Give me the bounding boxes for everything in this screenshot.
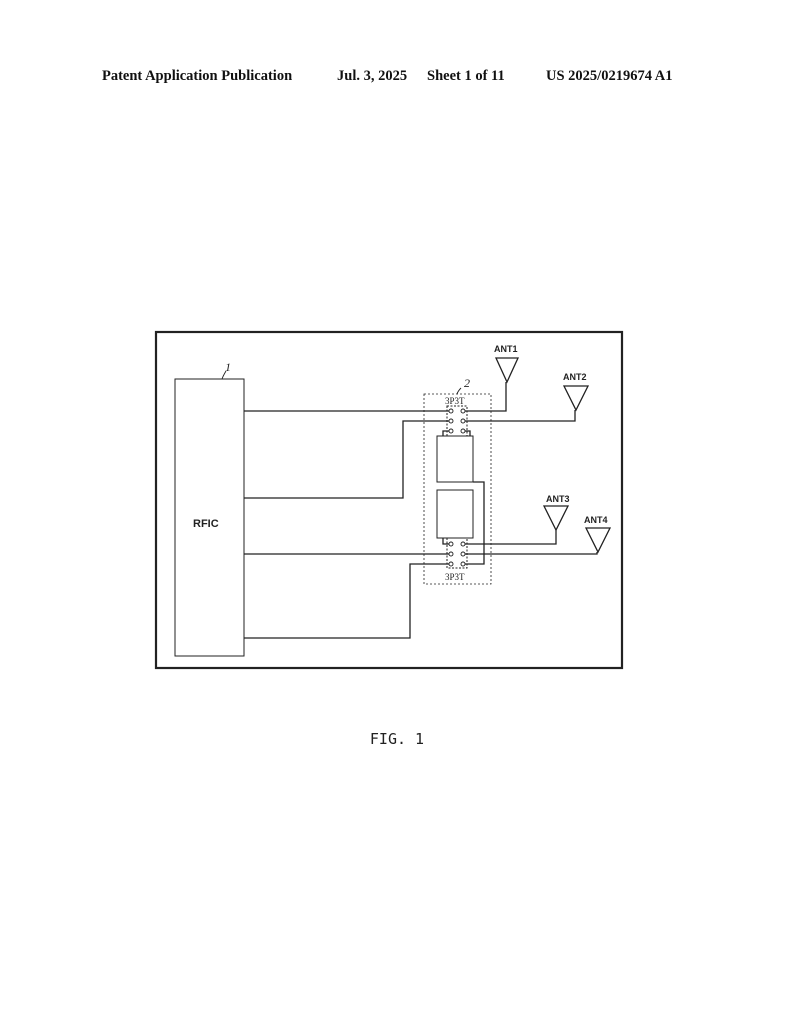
antenna-2-label: ANT2 (563, 372, 587, 382)
line-sw2-ant3 (463, 530, 557, 545)
publication-date: Jul. 3, 2025 (337, 68, 408, 84)
terminal (460, 408, 466, 414)
line-rfic-sw1-b (244, 420, 451, 499)
terminal (448, 561, 454, 567)
line-rfic-sw2-b (244, 563, 451, 639)
antenna-1 (494, 357, 520, 384)
line-sw1-ant2 (463, 410, 576, 422)
terminal (448, 408, 454, 414)
antenna-2 (562, 385, 590, 412)
page-header: Patent Application Publication Jul. 3, 2… (0, 68, 794, 88)
line-sw1-ant1 (463, 382, 507, 412)
figure-caption: FIG. 1 (369, 730, 425, 748)
antenna-3 (542, 505, 570, 532)
ref-numeral-2: 2 (464, 376, 470, 390)
ref-numeral-1: 1 (225, 360, 231, 374)
filter-block-upper (436, 435, 474, 483)
antenna-3-label: ANT3 (546, 494, 570, 504)
filter-block-lower (436, 489, 474, 539)
leader-ref-2 (456, 387, 462, 395)
line-sw2-ant4 (463, 552, 598, 555)
sheet-number: Sheet 1 of 11 (427, 68, 505, 84)
line-sw1-filter (442, 430, 451, 436)
terminal (460, 428, 466, 434)
terminal (448, 541, 454, 547)
terminal (448, 418, 454, 424)
board-outline (154, 330, 624, 670)
leader-ref-1 (221, 370, 227, 380)
terminal (460, 561, 466, 567)
terminal (460, 418, 466, 424)
antenna-4-label: ANT4 (584, 515, 608, 525)
terminal (460, 541, 466, 547)
switch-bottom-label: 3P3T (445, 572, 465, 582)
terminal (448, 428, 454, 434)
switch-bottom (446, 537, 468, 569)
antenna-4 (584, 527, 612, 554)
line-sw2-filter-b (463, 481, 485, 565)
publication-number: US 2025/0219674 A1 (546, 68, 673, 84)
rfic-block (174, 378, 245, 657)
switch-top-label: 3P3T (445, 396, 465, 406)
line-sw2-filter (442, 538, 451, 545)
publication-title: Patent Application Publication (102, 68, 293, 84)
antenna-1-label: ANT1 (494, 344, 518, 354)
terminal (460, 551, 466, 557)
rfic-label: RFIC (193, 518, 219, 530)
terminal (448, 551, 454, 557)
module-boundary (423, 393, 492, 585)
